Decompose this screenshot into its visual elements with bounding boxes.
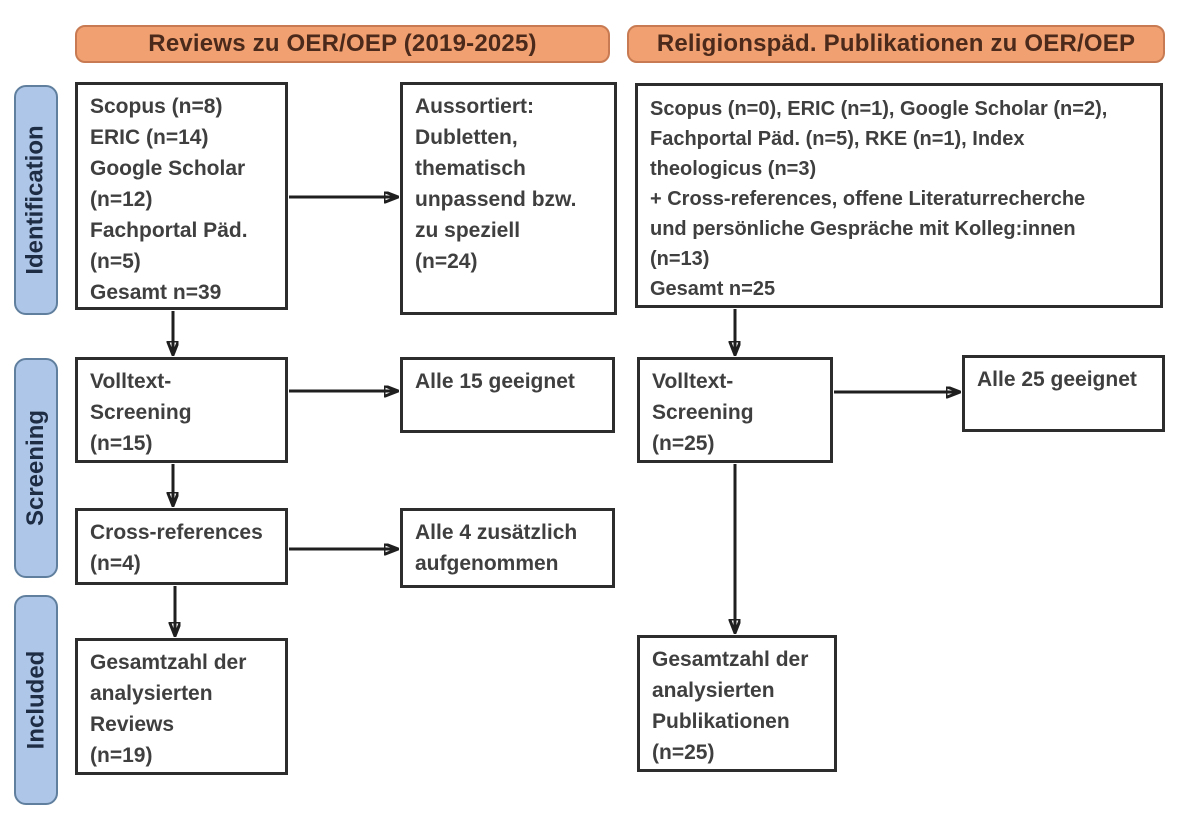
stage-label-identification: Identification [14, 85, 58, 315]
box-left-included-total: Gesamtzahl der analysierten Reviews (n=1… [75, 638, 288, 775]
column-header-reviews: Reviews zu OER/OEP (2019-2025) [75, 25, 610, 63]
box-right-identification-sources: Scopus (n=0), ERIC (n=1), Google Scholar… [635, 83, 1163, 308]
column-header-religionspaed: Religionspäd. Publikationen zu OER/OEP [627, 25, 1165, 63]
box-right-fulltext-screening: Volltext- Screening (n=25) [637, 357, 833, 463]
box-right-included-total: Gesamtzahl der analysierten Publikatione… [637, 635, 837, 772]
stage-label-included-text: Included [22, 650, 50, 750]
stage-label-screening-text: Screening [22, 409, 50, 527]
box-left-cross-references-result: Alle 4 zusätzlich aufgenommen [400, 508, 615, 588]
box-right-fulltext-result: Alle 25 geeignet [962, 355, 1165, 432]
stage-label-identification-text: Identification [22, 125, 49, 275]
box-left-cross-references: Cross-references (n=4) [75, 508, 288, 585]
stage-label-screening: Screening [14, 358, 58, 578]
box-left-fulltext-screening: Volltext- Screening (n=15) [75, 357, 288, 463]
box-left-excluded: Aussortiert: Dubletten, thematisch unpas… [400, 82, 617, 315]
box-left-identification-sources: Scopus (n=8) ERIC (n=14) Google Scholar … [75, 82, 288, 310]
box-left-fulltext-result: Alle 15 geeignet [400, 357, 615, 433]
stage-label-included: Included [14, 595, 58, 805]
